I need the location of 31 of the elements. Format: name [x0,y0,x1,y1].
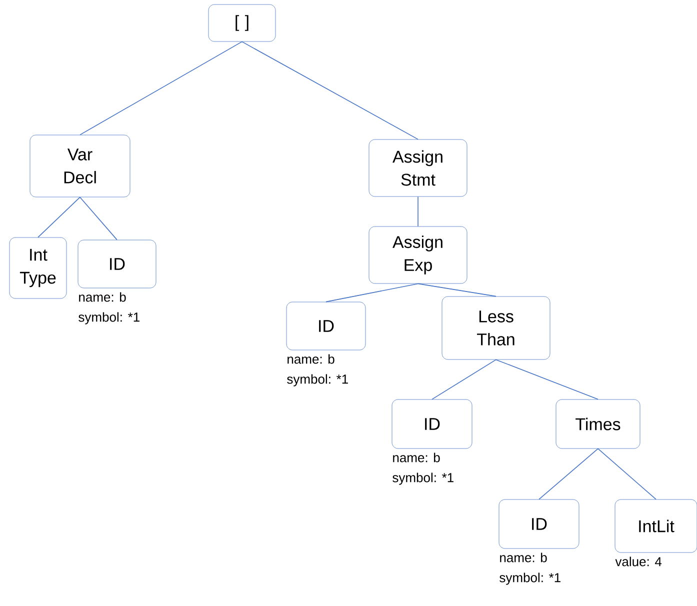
node-annotation: symbol: *1 [287,374,348,386]
tree-edge [538,448,598,500]
tree-edge [242,41,418,140]
tree-node-box: Assign Exp [368,226,468,284]
tree-node-box: Var Decl [30,134,130,198]
tree-edge [80,41,242,136]
tree-edge [326,283,418,302]
tree-node-box: IntLit [614,499,697,553]
node-annotation: name: b [393,452,440,462]
node-annotation: name: b [288,354,334,364]
node-annotation: name: b [79,292,126,302]
node-annotation: value: 4 [615,556,662,566]
tree-node-box: ID [78,240,156,288]
tree-node-box: ID [498,499,580,549]
tree-node-box: Less Than [442,296,550,360]
tree-edge [598,448,656,500]
node-annotation: symbol: *1 [500,572,560,585]
tree-node-box: Int Type [9,237,67,299]
node-annotation: symbol: *1 [392,472,454,485]
tree-edge [38,196,80,238]
tree-node-box: Assign Stmt [368,139,468,197]
node-annotation: symbol: *1 [78,312,140,324]
tree-node-box: Times [556,399,640,449]
tree-edge [80,196,118,240]
tree-node-box: ID [286,302,366,350]
tree-node-box: ID [392,399,472,449]
node-annotation: name: b [500,552,547,562]
tree-edge [432,359,496,400]
tree-node-box: [ ] [208,4,276,42]
tree-edge [496,359,598,400]
tree-edge [418,283,496,297]
